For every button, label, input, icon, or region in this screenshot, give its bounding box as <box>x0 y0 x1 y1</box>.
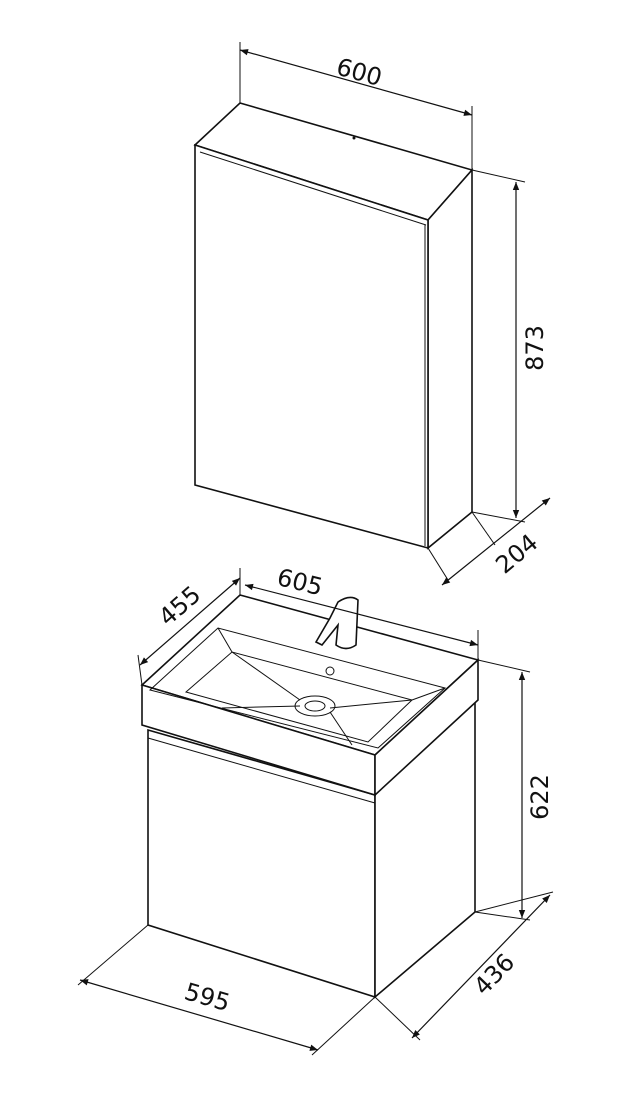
cabinet-depth-label: 436 <box>468 948 520 1000</box>
sink-width-label: 605 <box>274 563 325 601</box>
mirror-cabinet <box>193 102 474 550</box>
sink-depth-label: 455 <box>153 580 206 631</box>
mirror-height-dimension: 873 <box>471 169 549 523</box>
mirror-height-label: 873 <box>521 325 549 371</box>
mirror-depth-label: 204 <box>490 528 543 579</box>
vanity-height-label: 622 <box>526 774 554 820</box>
mirror-width-label: 600 <box>333 53 385 92</box>
cabinet-width-label: 595 <box>181 978 233 1018</box>
vanity-height-dimension: 622 <box>474 659 554 921</box>
